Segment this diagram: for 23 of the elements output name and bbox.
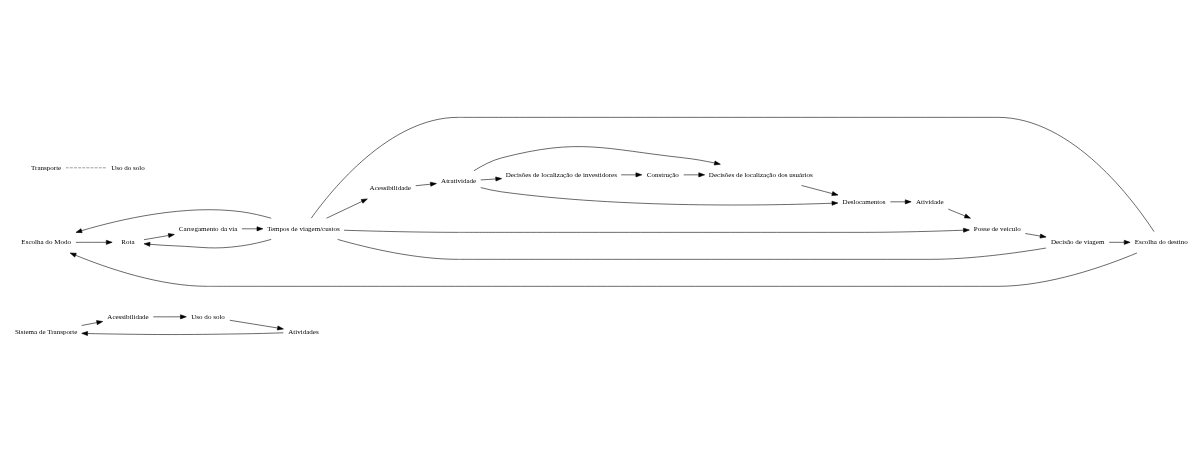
arrow: [143, 232, 175, 240]
arrow: [143, 238, 272, 248]
arrow: [326, 198, 368, 218]
arrow: [75, 208, 272, 233]
arrow: [480, 176, 502, 181]
arrow: [75, 239, 113, 245]
arrow: [473, 145, 721, 171]
arrow: [620, 172, 643, 177]
arrow: [69, 252, 1138, 287]
arrow: [343, 227, 970, 233]
arrow: [241, 225, 264, 231]
arrow: [153, 314, 187, 319]
arrow: [229, 319, 284, 330]
arrow: [81, 319, 103, 326]
arrow: [801, 184, 839, 196]
arrow: [890, 199, 912, 204]
arrow: [1108, 239, 1131, 245]
arrow: [480, 186, 839, 206]
arrow: [683, 172, 705, 177]
arrow: [1025, 232, 1047, 238]
arrow: [948, 208, 971, 218]
arrow: [415, 181, 437, 186]
arrow: [81, 330, 284, 336]
